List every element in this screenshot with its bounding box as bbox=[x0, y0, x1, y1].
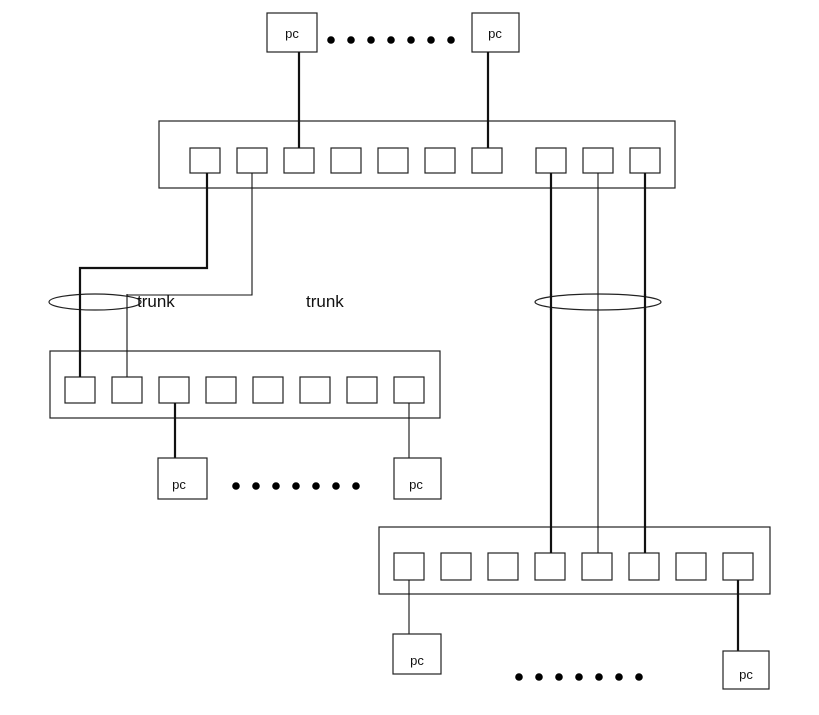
bottom-switch-port bbox=[393, 552, 425, 581]
pc-label: pc bbox=[410, 653, 424, 668]
bottom-switch-port bbox=[487, 552, 519, 581]
pc-label: pc bbox=[285, 26, 299, 41]
top-switch-port bbox=[535, 147, 567, 174]
top-switch-port bbox=[330, 147, 362, 174]
trunk-label-left: trunk bbox=[137, 292, 175, 311]
top-pc-right: pc bbox=[471, 12, 520, 53]
left-switch-port bbox=[111, 376, 143, 404]
left-switch-port bbox=[205, 376, 237, 404]
top-switch-port bbox=[582, 147, 614, 174]
top-switch-port bbox=[629, 147, 661, 174]
pc-label: pc bbox=[409, 477, 423, 492]
bottom-pc-last: pc bbox=[722, 650, 770, 690]
left-pc-last: pc bbox=[393, 457, 442, 500]
trunk-left-wire-2 bbox=[126, 173, 253, 377]
bottom-switch-port bbox=[534, 552, 566, 581]
left-pc-first: pc bbox=[157, 457, 208, 500]
left-switch-port bbox=[252, 376, 284, 404]
left-switch bbox=[49, 350, 441, 419]
left-switch-port bbox=[393, 376, 425, 404]
bottom-switch-port bbox=[675, 552, 707, 581]
left-switch-port bbox=[346, 376, 378, 404]
top-switch-port bbox=[424, 147, 456, 174]
trunk-label-right: trunk bbox=[306, 292, 344, 311]
bottom-switch bbox=[378, 526, 771, 595]
top-switch-port bbox=[283, 147, 315, 174]
top-switch-port bbox=[189, 147, 221, 174]
top-switch-port bbox=[471, 147, 503, 174]
top-switch bbox=[158, 120, 676, 189]
left-switch-port bbox=[64, 376, 96, 404]
bottom-pc-first: pc bbox=[392, 633, 442, 675]
pc-label: pc bbox=[488, 26, 502, 41]
bottom-switch-port bbox=[440, 552, 472, 581]
bottom-pc-dots bbox=[515, 673, 643, 681]
top-switch-port bbox=[236, 147, 268, 174]
bottom-switch-port bbox=[722, 552, 754, 581]
bottom-switch-port bbox=[581, 552, 613, 581]
top-pc-left: pc bbox=[266, 12, 318, 53]
left-switch-port bbox=[158, 376, 190, 404]
pc-label: pc bbox=[739, 667, 753, 682]
left-pc-dots bbox=[232, 482, 360, 490]
bottom-switch-port bbox=[628, 552, 660, 581]
left-switch-port bbox=[299, 376, 331, 404]
trunk-left-bundle bbox=[48, 293, 142, 311]
trunk-left-wire-1 bbox=[78, 173, 209, 377]
top-switch-port bbox=[377, 147, 409, 174]
pc-label: pc bbox=[172, 477, 186, 492]
top-pc-dots bbox=[327, 36, 455, 44]
